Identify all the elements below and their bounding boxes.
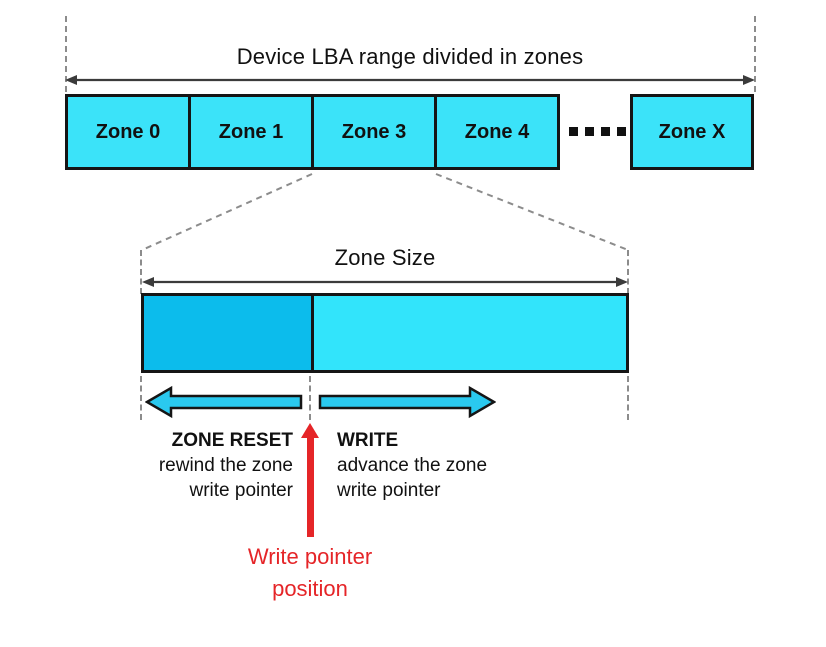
- zone-label: Zone 1: [218, 120, 284, 143]
- zone-label: Zone 0: [95, 120, 161, 143]
- zone-label: Zone 3: [341, 120, 407, 143]
- zone-reset-line1: rewind the zone: [158, 455, 293, 476]
- zone-cell-4: Zone 4: [434, 97, 557, 167]
- write-line1: advance the zone: [337, 455, 488, 476]
- write-pointer-position-label: Write pointer position: [185, 541, 435, 605]
- write-line2: write pointer: [337, 480, 441, 501]
- written-region: [144, 296, 314, 370]
- zone-label: Zone X: [658, 120, 726, 143]
- zone-size-right-dashed-line: [627, 250, 629, 294]
- write-pointer-position-line2: position: [272, 576, 348, 601]
- write-text: WRITE advance the zone write pointer: [337, 428, 557, 503]
- write-heading: WRITE: [337, 430, 399, 451]
- device-range-title: Device LBA range divided in zones: [236, 44, 584, 69]
- ellipsis-dots-icon: [569, 127, 626, 136]
- zone-reset-heading: ZONE RESET: [171, 430, 293, 451]
- device-range-measure-arrow-icon: [65, 75, 755, 85]
- zone-size-label: Zone Size: [334, 245, 436, 270]
- zone-cell-1: Zone 1: [188, 97, 311, 167]
- zone-expansion-dashed-lines: [141, 173, 629, 251]
- zone-cell-3: Zone 3: [311, 97, 434, 167]
- zone-size-measure-arrow-icon: [142, 277, 628, 287]
- device-range-right-dashed-line: [754, 16, 756, 92]
- zone-reset-arrow-icon: [145, 385, 303, 419]
- zone-reset-text: ZONE RESET rewind the zone write pointer: [93, 428, 293, 503]
- write-pointer-dashed-line: [309, 376, 311, 420]
- bar-right-dashed-line: [627, 376, 629, 420]
- zone-cell-x: Zone X: [630, 94, 754, 170]
- zone-size-left-dashed-line: [140, 250, 142, 294]
- write-arrow-icon: [318, 385, 496, 419]
- device-range-left-dashed-line: [65, 16, 67, 92]
- zone-label: Zone 4: [464, 120, 530, 143]
- write-pointer-position-line1: Write pointer: [247, 544, 373, 569]
- zone-row: Zone 0 Zone 1 Zone 3 Zone 4: [65, 94, 560, 170]
- zone-cell-0: Zone 0: [68, 97, 188, 167]
- write-pointer-arrow-shaft: [307, 437, 314, 537]
- zone-reset-line2: write pointer: [189, 480, 294, 501]
- zone-detail-bar: [141, 293, 629, 373]
- write-pointer-arrow-icon: [301, 423, 319, 438]
- bar-left-dashed-line: [140, 376, 142, 420]
- unwritten-region: [314, 296, 626, 370]
